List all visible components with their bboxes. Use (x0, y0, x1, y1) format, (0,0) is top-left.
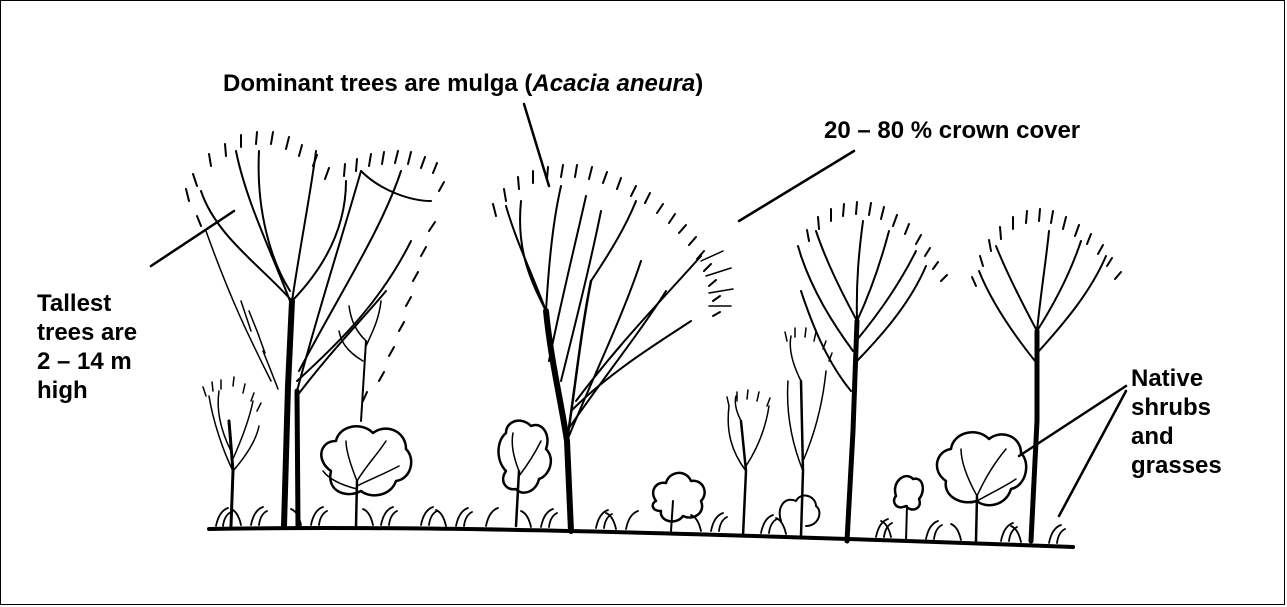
mulga-tree-tall-left (186, 132, 444, 526)
tallest-trees-line-3: 2 – 14 m (37, 347, 137, 376)
native-shrubs-line-1: Native (1131, 364, 1222, 393)
sapling-far-left (203, 377, 261, 526)
sapling-right-of-centre (780, 328, 832, 536)
grass-tufts (216, 507, 1065, 543)
mulga-tree-centre (493, 165, 733, 531)
tallest-trees-line-4: high (37, 376, 137, 405)
sapling-centre-right (727, 390, 770, 536)
crown-cover-label: 20 – 80 % crown cover (824, 117, 1080, 145)
shrub-centre-left (499, 421, 551, 526)
leader-line-shrubs-2 (1059, 391, 1126, 516)
ground-line (209, 528, 1073, 547)
native-shrubs-line-4: grasses (1131, 451, 1222, 480)
leader-line-tallest (151, 211, 234, 266)
tallest-trees-label: Tallest trees are 2 – 14 m high (37, 289, 137, 405)
tallest-trees-line-1: Tallest (37, 289, 137, 318)
shrub-right-small (894, 476, 923, 541)
native-shrubs-line-2: shrubs (1131, 393, 1222, 422)
leader-line-dominant (524, 104, 549, 186)
tallest-trees-line-2: trees are (37, 318, 137, 347)
shrub-right (937, 432, 1026, 541)
native-shrubs-line-3: and (1131, 422, 1222, 451)
mulga-tree-right-1 (798, 202, 947, 541)
species-name: Acacia aneura (532, 70, 695, 97)
leader-line-crown-cover (739, 151, 854, 221)
dominant-trees-label: Dominant trees are mulga (Acacia aneura) (223, 70, 703, 98)
dominant-trees-text: Dominant trees are mulga ( (223, 70, 532, 97)
dominant-trees-text-end: ) (695, 70, 703, 97)
native-shrubs-label: Native shrubs and grasses (1131, 364, 1222, 480)
shrub-centre-small (653, 473, 705, 531)
